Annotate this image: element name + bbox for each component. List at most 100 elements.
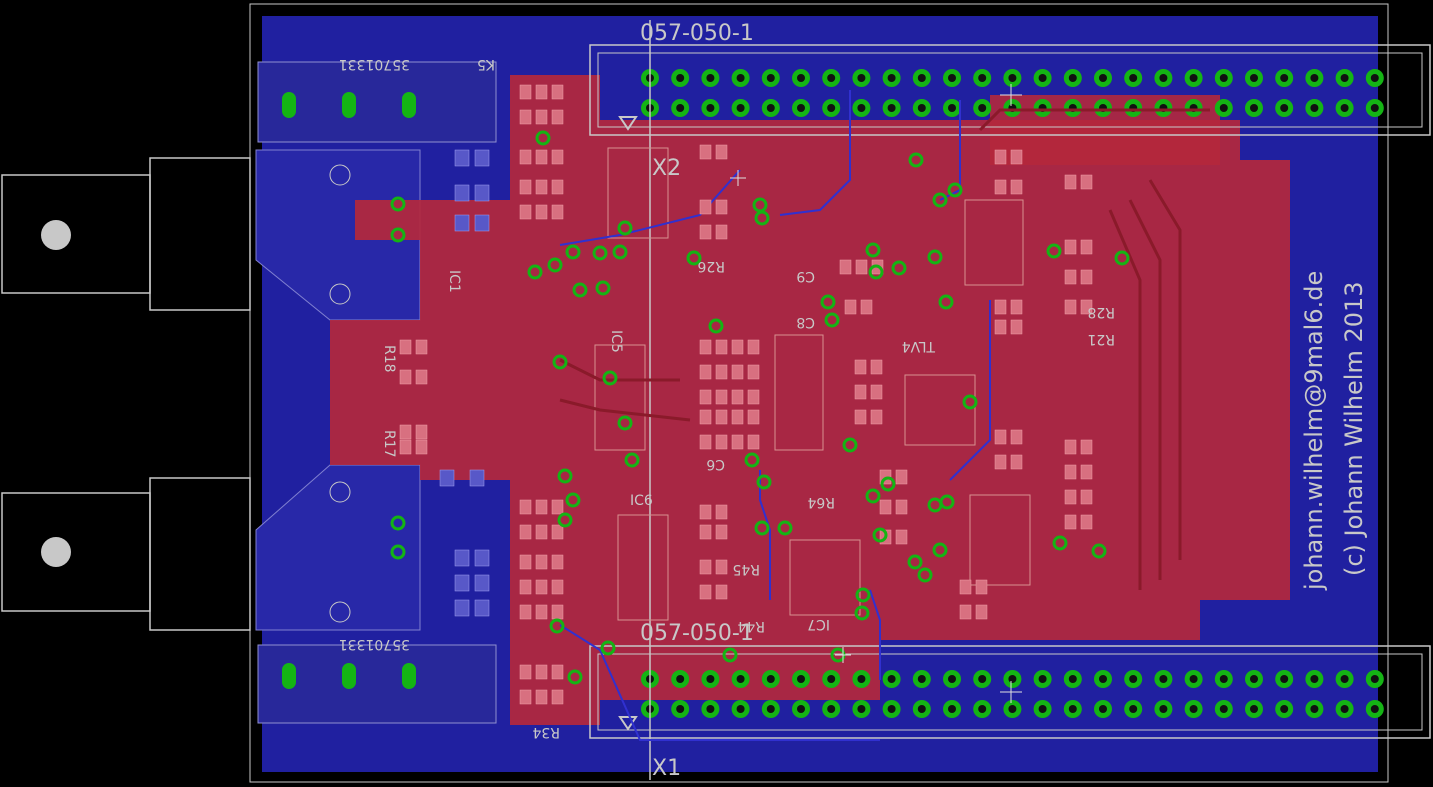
ref-ic6: IC6 bbox=[630, 493, 653, 509]
ref-r45: R45 bbox=[732, 561, 760, 577]
via bbox=[872, 527, 888, 543]
smd-pad bbox=[1064, 239, 1077, 255]
smd-pad bbox=[535, 604, 548, 620]
smd-pad bbox=[551, 109, 564, 125]
top-traces bbox=[559, 108, 1210, 590]
smd-pad bbox=[854, 359, 867, 375]
via bbox=[565, 244, 581, 260]
smd-pad bbox=[731, 339, 744, 355]
smd-pad bbox=[551, 179, 564, 195]
smd-pad bbox=[551, 524, 564, 540]
via bbox=[927, 497, 943, 513]
smd-pad bbox=[994, 149, 1007, 165]
via bbox=[927, 249, 943, 265]
ref-r21: R21 bbox=[1087, 331, 1115, 347]
smd-pad bbox=[715, 364, 728, 380]
smd-pad bbox=[535, 109, 548, 125]
via bbox=[908, 152, 924, 168]
smd-pad bbox=[715, 144, 728, 160]
smd-pad bbox=[519, 689, 532, 705]
smd-pad bbox=[994, 179, 1007, 195]
via bbox=[592, 245, 608, 261]
via bbox=[756, 474, 772, 490]
smd-pad bbox=[854, 384, 867, 400]
via bbox=[777, 520, 793, 536]
smd-pad bbox=[975, 604, 988, 620]
smd-pad bbox=[895, 469, 908, 485]
smd-pad bbox=[699, 434, 712, 450]
smd-pad bbox=[870, 384, 883, 400]
smd-pad-bottom bbox=[474, 184, 490, 202]
smd-pad-bottom bbox=[454, 599, 470, 617]
smd-pad bbox=[895, 529, 908, 545]
smd-pad bbox=[551, 579, 564, 595]
via bbox=[557, 468, 573, 484]
smd-pad bbox=[1080, 464, 1093, 480]
via bbox=[932, 542, 948, 558]
smd-pad bbox=[535, 499, 548, 515]
via bbox=[390, 544, 406, 560]
ref-c9: C9 bbox=[796, 268, 815, 284]
bnc-connector-top bbox=[1, 157, 351, 311]
smd-pad bbox=[551, 604, 564, 620]
relay-pads bbox=[282, 92, 416, 689]
origin-markers bbox=[730, 84, 1022, 703]
smd-pad bbox=[519, 664, 532, 680]
ref-r17: R17 bbox=[381, 430, 397, 458]
via bbox=[820, 294, 836, 310]
smd-pad bbox=[699, 144, 712, 160]
smd-pad bbox=[519, 579, 532, 595]
ic-body-ic6 bbox=[607, 147, 669, 239]
connector-bottom-label: 057-050-1 bbox=[640, 621, 754, 646]
smd-pad-bottom bbox=[454, 574, 470, 592]
connector-bottom-ref: X1 bbox=[652, 756, 681, 781]
smd-pad bbox=[994, 319, 1007, 335]
via bbox=[617, 415, 633, 431]
via bbox=[880, 476, 896, 492]
smd-pad bbox=[519, 554, 532, 570]
via bbox=[891, 260, 907, 276]
via bbox=[932, 192, 948, 208]
ic-body-ic6-bottom bbox=[617, 514, 669, 621]
ref-ic1: IC1 bbox=[446, 270, 462, 293]
smd-pad bbox=[1064, 514, 1077, 530]
via bbox=[612, 244, 628, 260]
smd-pad-bottom bbox=[474, 214, 490, 232]
smd-pad bbox=[870, 409, 883, 425]
ref-tlv: TLV4 bbox=[902, 338, 936, 354]
smd-pad bbox=[1010, 179, 1023, 195]
ref-c6: C6 bbox=[706, 456, 725, 472]
smd-pad bbox=[1080, 439, 1093, 455]
via bbox=[754, 520, 770, 536]
smd-pad bbox=[535, 689, 548, 705]
via bbox=[552, 354, 568, 370]
smd-pad bbox=[551, 689, 564, 705]
smd-pad bbox=[551, 664, 564, 680]
smd-pads bbox=[399, 84, 1093, 705]
via bbox=[824, 312, 840, 328]
smd-pad bbox=[715, 199, 728, 215]
smd-pad bbox=[715, 389, 728, 405]
smd-pad bbox=[1064, 489, 1077, 505]
smd-pad-bottom bbox=[439, 469, 455, 487]
smd-pad bbox=[551, 204, 564, 220]
via bbox=[1052, 535, 1068, 551]
smd-pad bbox=[699, 409, 712, 425]
smd-pad bbox=[975, 579, 988, 595]
smd-pad bbox=[747, 434, 760, 450]
smd-pad bbox=[1064, 269, 1077, 285]
relay-top-part: 35701331 bbox=[339, 56, 410, 72]
smd-pad bbox=[699, 584, 712, 600]
smd-pad bbox=[860, 299, 873, 315]
smd-pad bbox=[994, 429, 1007, 445]
smd-pad bbox=[699, 224, 712, 240]
smd-pad bbox=[535, 84, 548, 100]
via bbox=[854, 605, 870, 621]
smd-pad bbox=[1080, 299, 1093, 315]
via bbox=[744, 452, 760, 468]
smd-pad-bottom bbox=[454, 549, 470, 567]
via bbox=[572, 282, 588, 298]
smd-pad bbox=[715, 584, 728, 600]
smd-pad bbox=[399, 439, 412, 455]
via bbox=[390, 515, 406, 531]
